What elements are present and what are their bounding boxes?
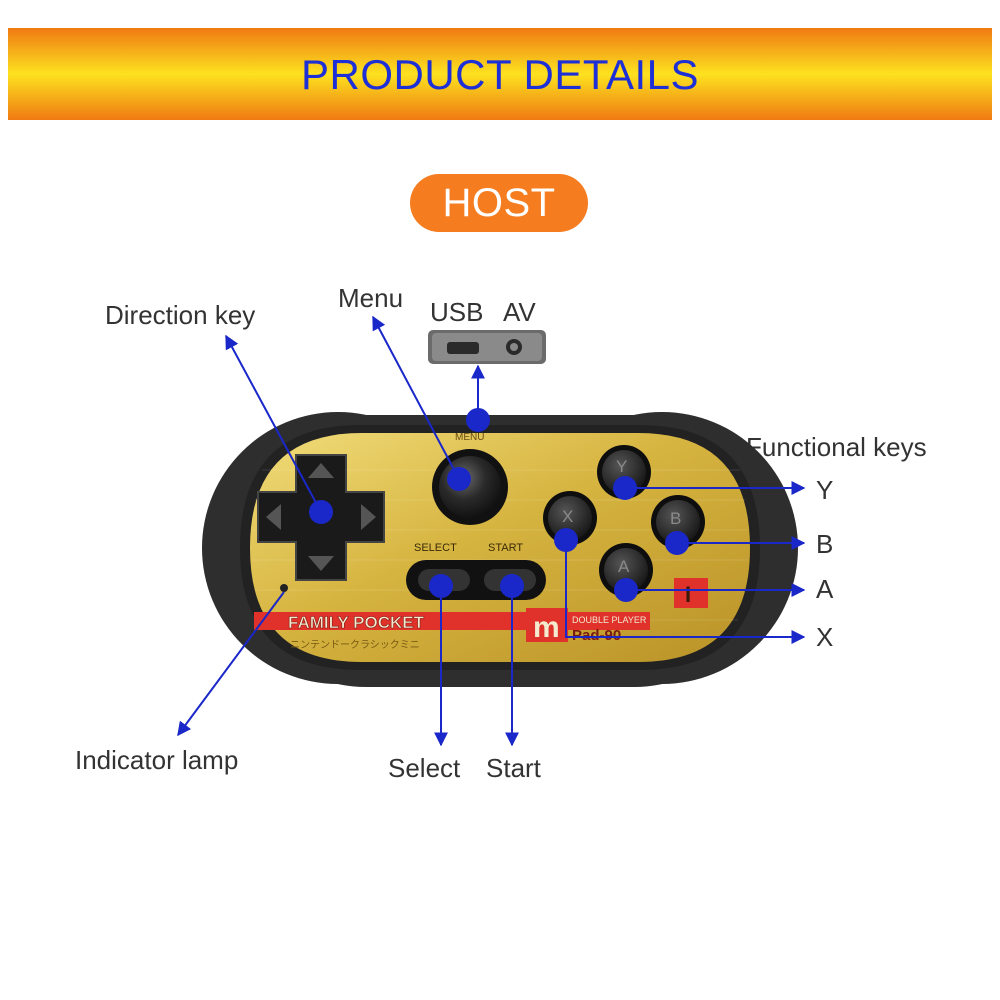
dpad-down-icon [308, 556, 334, 571]
label-b: B [816, 529, 834, 559]
logo-box [526, 608, 568, 642]
label-direction-key: Direction key [105, 300, 256, 330]
model-text: Pad-90 [572, 627, 621, 644]
start-print: START [488, 542, 523, 554]
page-title: PRODUCT DETAILS [300, 51, 699, 98]
player-badge-text: I [685, 582, 691, 607]
label-menu: Menu [338, 283, 404, 313]
label-select: Select [388, 753, 461, 783]
brand-stripe: FAMILY POCKET ニンテンドークラシックミニ m DOUBLE PLA… [254, 608, 650, 651]
section-pill: HOST [410, 174, 588, 232]
label-y: Y [816, 475, 834, 505]
button-x: X [543, 491, 597, 545]
family-pocket-text: FAMILY POCKET [288, 613, 425, 632]
menu-print: MENU [455, 432, 484, 443]
label-a: A [816, 574, 834, 604]
select-print: SELECT [414, 542, 457, 554]
svg-text:A: A [618, 557, 630, 576]
callout-lines [177, 315, 806, 747]
svg-text:B: B [670, 509, 681, 528]
button-a: A [599, 543, 653, 597]
label-start: Start [486, 753, 541, 783]
logo-letter: m [533, 611, 560, 644]
callout-dots [309, 408, 689, 602]
label-x: X [816, 622, 834, 652]
dpad-right-icon [361, 504, 376, 530]
button-b: B [651, 495, 705, 549]
usb-port-icon [447, 342, 479, 354]
double-player-text: DOUBLE PLAYER [572, 615, 647, 625]
label-functional-keys: Functional keys [746, 432, 927, 462]
indicator-lamp [280, 584, 288, 592]
player-badge [674, 578, 708, 608]
svg-text:Y: Y [616, 457, 627, 476]
label-av: AV [503, 297, 536, 327]
label-usb: USB [430, 297, 484, 327]
svg-text:X: X [562, 507, 573, 526]
section-title: HOST [442, 180, 556, 225]
header-banner: PRODUCT DETAILS [8, 28, 992, 120]
port-block [428, 330, 546, 364]
label-indicator-lamp: Indicator lamp [75, 745, 239, 775]
japanese-text: ニンテンドークラシックミニ [290, 639, 420, 651]
dpad-up-icon [308, 463, 334, 478]
dpad-left-icon [266, 504, 281, 530]
